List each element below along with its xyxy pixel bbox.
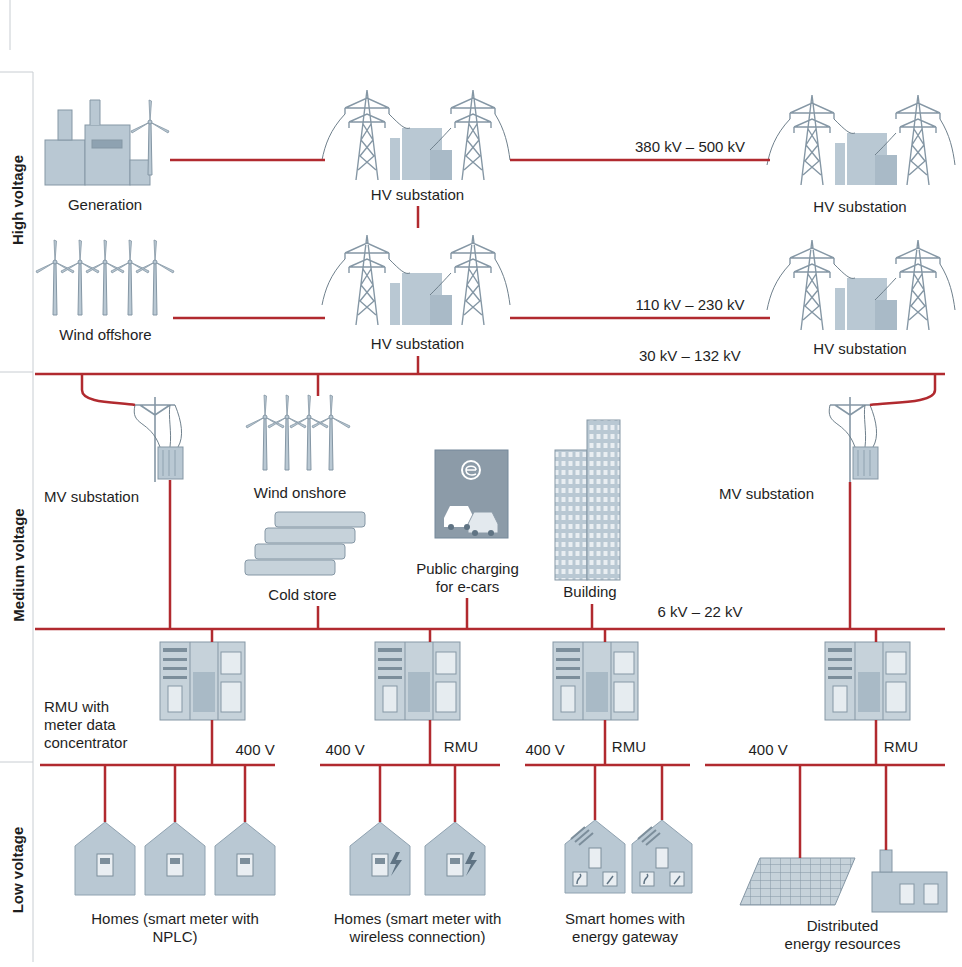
- voltage-label: 380 kV – 500 kV: [633, 138, 747, 156]
- component-label: Wind onshore: [254, 484, 347, 502]
- voltage-band-label: High voltage: [9, 155, 27, 245]
- rmu-cabinet: [375, 642, 460, 720]
- component-node: Generation: [40, 88, 170, 216]
- smart-house: [565, 820, 625, 893]
- component-node: HV substation: [325, 228, 510, 355]
- component-node: HV substation: [325, 84, 510, 206]
- component-node: Homes (smart meter with wireless connect…: [325, 812, 510, 948]
- hv-substation-icon: [322, 90, 510, 180]
- rmu-cabinet: [160, 642, 245, 720]
- power-line: [510, 159, 770, 162]
- component-node: MV substation: [715, 390, 915, 505]
- component-label: HV substation: [813, 198, 906, 216]
- component-node: HV substation: [770, 234, 950, 360]
- house: [75, 822, 135, 895]
- component-label: MV substation: [44, 488, 139, 506]
- voltage-label: 400 V: [749, 741, 788, 759]
- wind-turbine: [61, 240, 99, 315]
- component-label: Distributed energy resources: [784, 917, 902, 953]
- component-label: RMU: [612, 738, 646, 756]
- component-node: RMU: [550, 638, 650, 758]
- voltage-label: 6 kV – 22 kV: [658, 603, 743, 621]
- component-label: Homes (smart meter with wireless connect…: [330, 910, 505, 946]
- der-icon: [740, 850, 947, 912]
- voltage-label: 400 V: [526, 741, 565, 759]
- bus-line: [35, 356, 945, 858]
- wind-turbine: [268, 395, 306, 470]
- component-label: HV substation: [371, 335, 464, 353]
- component-label: RMU: [444, 738, 478, 756]
- component-label: HV substation: [813, 340, 906, 358]
- voltage-band-label: Medium voltage: [9, 508, 27, 621]
- rmu-cabinet: [825, 642, 910, 720]
- component-node: RMU: [822, 638, 922, 758]
- power-line: [510, 317, 770, 320]
- wind-turbine: [246, 395, 284, 470]
- component-label: Generation: [68, 196, 142, 214]
- building-icon: [555, 420, 620, 580]
- component-node: Public charging for e-cars: [400, 446, 535, 598]
- charging-station-icon: [435, 450, 508, 538]
- component-label: HV substation: [371, 186, 464, 204]
- hv-substation-icon: [767, 240, 955, 330]
- power-line: [417, 206, 420, 228]
- wind-turbine: [290, 395, 328, 470]
- component-node: HV substation: [770, 90, 950, 218]
- component-label: Homes (smart meter with NPLC): [88, 910, 263, 946]
- voltage-label: 110 kV – 230 kV: [634, 296, 747, 314]
- wireless-house: [425, 822, 485, 895]
- wind-turbine: [312, 395, 350, 470]
- component-node: RMU: [372, 638, 482, 758]
- mv-substation-icon: [829, 397, 878, 482]
- component-node: Distributed energy resources: [730, 845, 955, 955]
- wind-turbine: [131, 100, 169, 175]
- house: [145, 822, 205, 895]
- component-node: Smart homes with energy gateway: [545, 808, 705, 948]
- band-frame: [0, 0, 33, 962]
- component-label: Public charging for e-cars: [412, 560, 524, 596]
- component-label: RMU: [884, 738, 918, 756]
- wind-turbine: [86, 240, 124, 315]
- rmu-cabinet: [553, 642, 638, 720]
- component-label: Building: [563, 583, 616, 601]
- component-node: Wind onshore: [240, 392, 360, 504]
- component-node: Wind offshore: [38, 238, 173, 346]
- component-node: RMU with meter data concentrator: [40, 638, 158, 754]
- cold-store-icon: [245, 512, 365, 575]
- wireless-house: [350, 822, 410, 895]
- component-label: RMU with meter data concentrator: [44, 698, 144, 752]
- wind-turbine: [136, 240, 174, 315]
- wind-turbine: [36, 240, 74, 315]
- voltage-band-label: Low voltage: [9, 827, 27, 914]
- hv-substation-icon: [767, 95, 955, 185]
- mv-substation-icon: [134, 397, 183, 482]
- power-line: [173, 317, 325, 320]
- component-node: MV substation: [40, 392, 210, 508]
- power-plant-icon: [45, 100, 150, 185]
- hv-substation-icon: [322, 235, 510, 325]
- voltage-label: 400 V: [236, 741, 275, 759]
- voltage-label: 400 V: [326, 741, 365, 759]
- component-label: Wind offshore: [59, 326, 151, 344]
- wind-turbine: [111, 240, 149, 315]
- component-node: Building: [545, 415, 635, 603]
- component-node: Cold store: [235, 506, 370, 606]
- component-label: Cold store: [268, 586, 336, 604]
- power-line: [170, 159, 325, 162]
- house: [215, 822, 275, 895]
- component-label: Smart homes with energy gateway: [550, 910, 700, 946]
- component-node: Homes (smart meter with NPLC): [70, 812, 280, 948]
- voltage-label: 30 kV – 132 kV: [639, 347, 741, 365]
- smart-house: [632, 820, 692, 893]
- component-label: MV substation: [719, 485, 814, 503]
